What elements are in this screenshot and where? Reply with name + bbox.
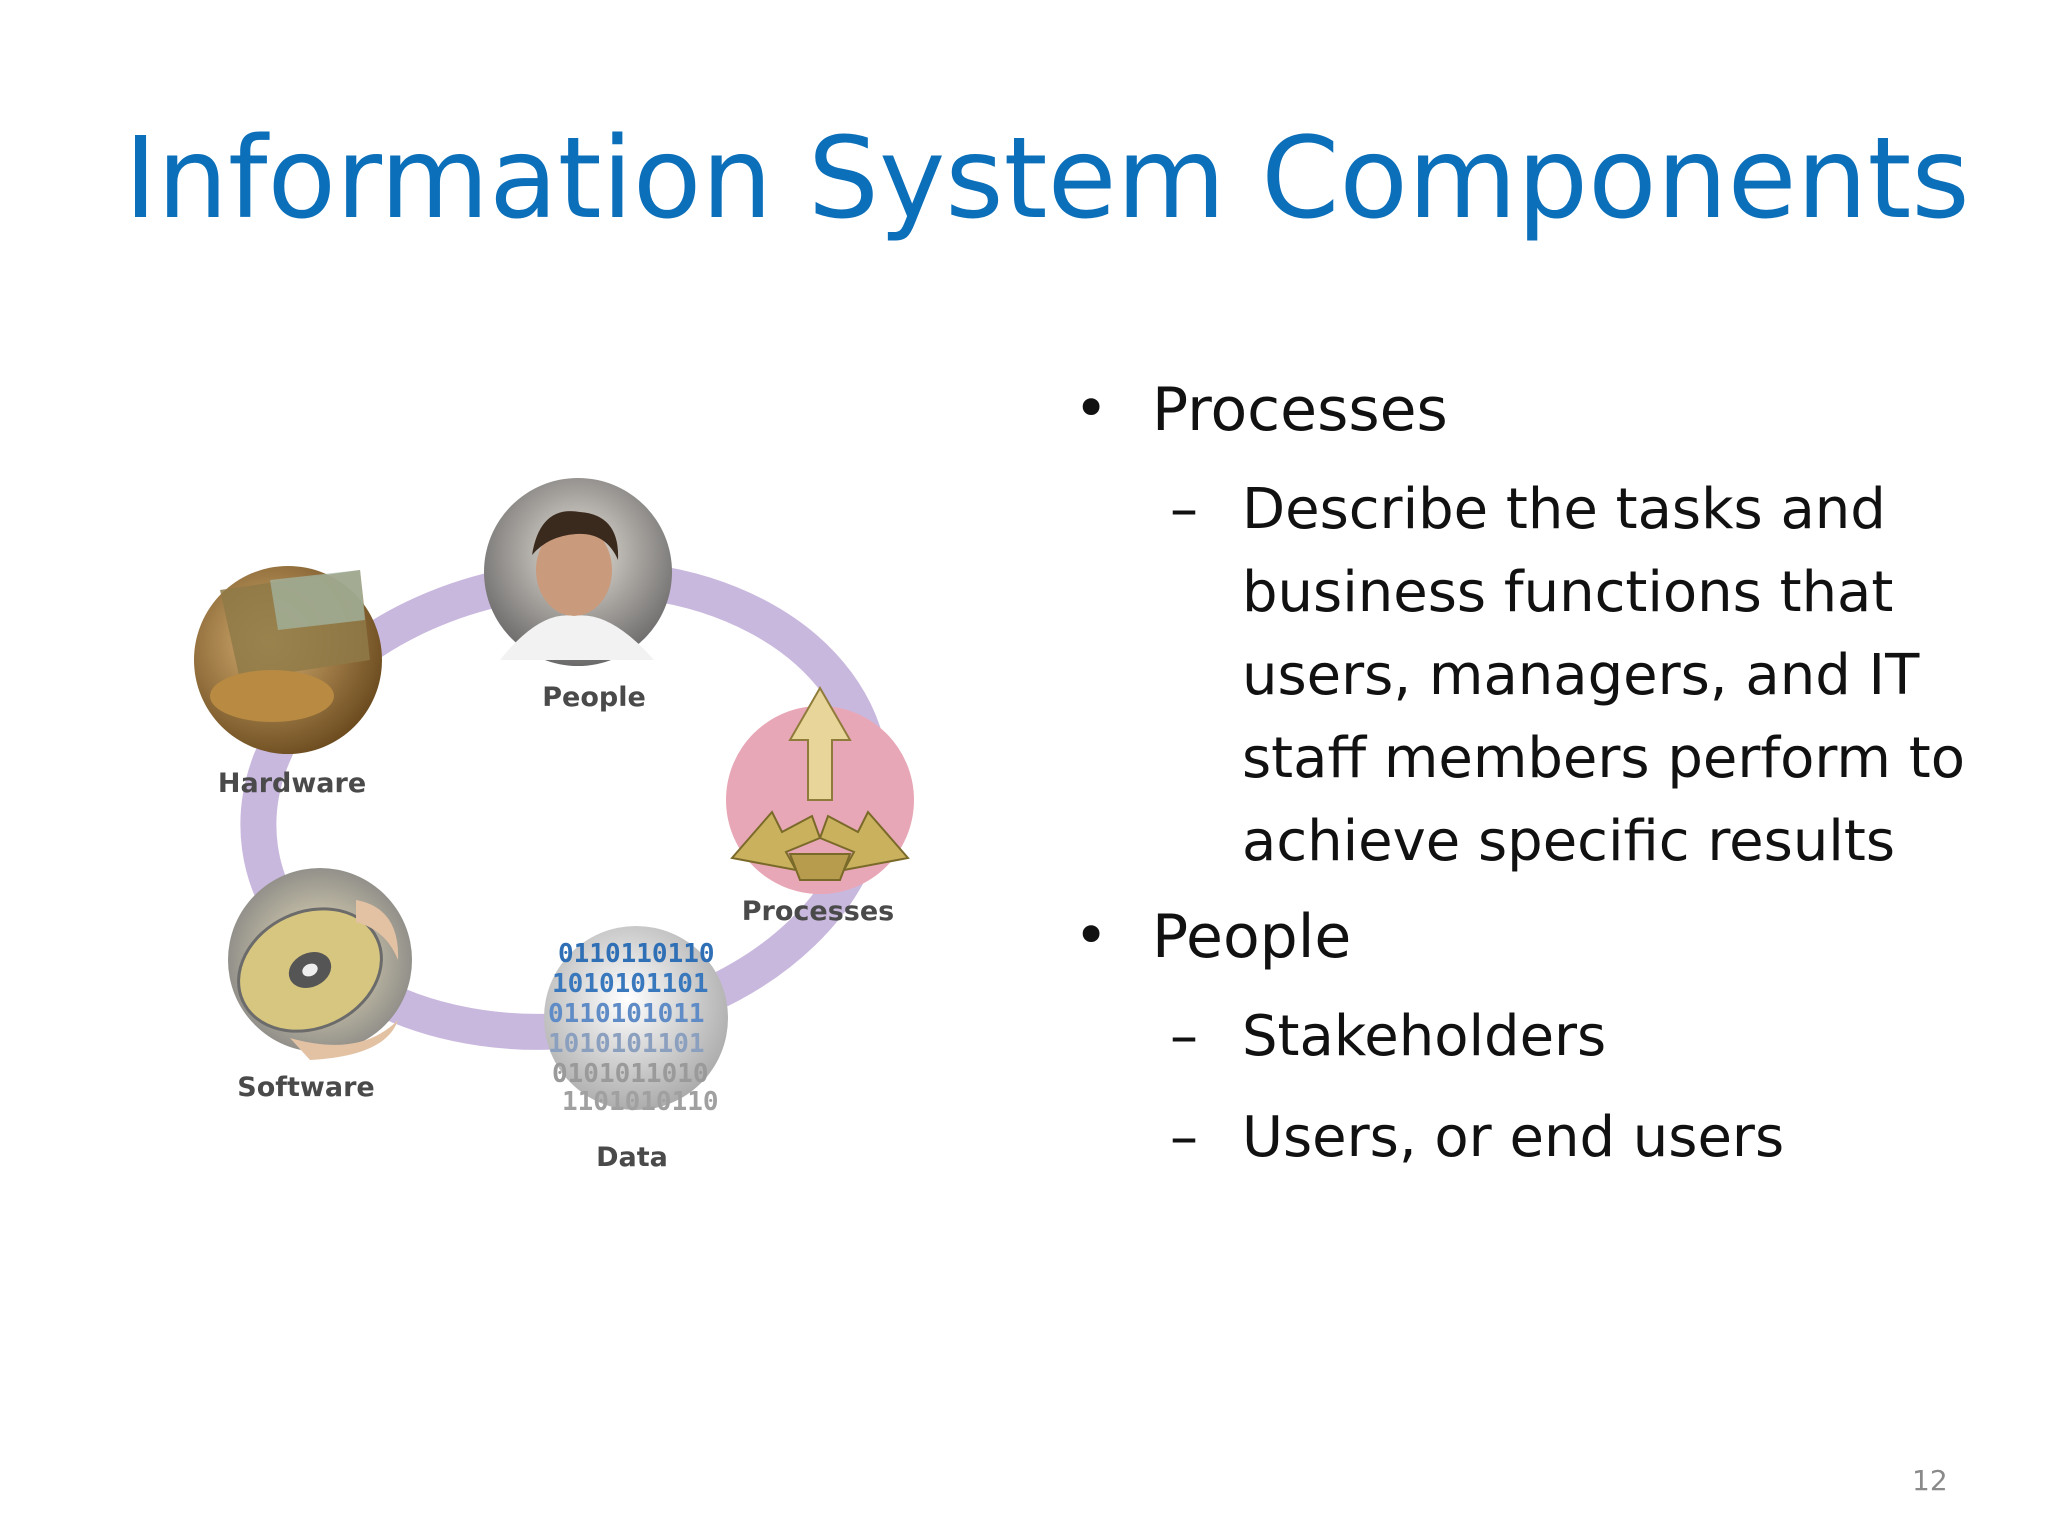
sub-bullet-item: – Stakeholders [1070, 995, 1970, 1078]
binary-digits-icon: 0110110110 1010101101 0110101011 1010101… [548, 939, 719, 1117]
bullet-item: • Processes [1070, 374, 1970, 446]
node-label-data: Data [596, 1142, 668, 1173]
sub-bullet-text: Describe the tasks and business function… [1242, 477, 1965, 874]
sub-bullet-text: Users, or end users [1242, 1105, 1785, 1170]
svg-text:0101011010: 0101011010 [552, 1059, 709, 1089]
page-number: 12 [1912, 1464, 1948, 1497]
svg-text:1101010110: 1101010110 [562, 1087, 719, 1117]
dash-glyph: – [1170, 1004, 1198, 1069]
bullet-text: Processes [1152, 375, 1448, 445]
sub-bullet-item: – Users, or end users [1070, 1096, 1970, 1179]
node-people: People [484, 478, 672, 713]
bullet-list: • Processes – Describe the tasks and bus… [1070, 374, 1970, 1197]
bullet-item: • People [1070, 901, 1970, 973]
dash-glyph: – [1170, 1105, 1198, 1170]
cd-disc-icon [237, 900, 399, 1060]
svg-text:1010101101: 1010101101 [548, 1029, 705, 1059]
dash-glyph: – [1170, 477, 1198, 542]
slide-title: Information System Components [124, 114, 1970, 244]
computer-hardware-icon [210, 570, 370, 722]
node-label-people: People [542, 682, 646, 713]
node-label-hardware: Hardware [218, 768, 366, 799]
node-data: 0110110110 1010101101 0110101011 1010101… [544, 926, 728, 1173]
sub-bullet-text: Stakeholders [1242, 1004, 1607, 1069]
node-label-processes: Processes [742, 896, 895, 927]
svg-text:0110101011: 0110101011 [548, 999, 705, 1029]
node-processes: Processes [726, 685, 914, 927]
node-hardware: Hardware [194, 566, 382, 799]
bullet-glyph: • [1074, 901, 1109, 969]
bullet-text: People [1152, 902, 1352, 972]
person-photo-icon [500, 511, 654, 660]
node-software: Software [228, 868, 412, 1103]
svg-text:1010101101: 1010101101 [552, 969, 709, 999]
components-cycle-diagram: People Processes 0110110110 1010101101 0… [194, 478, 914, 1173]
arrows-icon [730, 685, 910, 881]
svg-text:0110110110: 0110110110 [558, 939, 715, 969]
bullet-glyph: • [1074, 374, 1109, 442]
sub-bullet-item: – Describe the tasks and business functi… [1070, 468, 1970, 883]
node-label-software: Software [237, 1072, 374, 1103]
